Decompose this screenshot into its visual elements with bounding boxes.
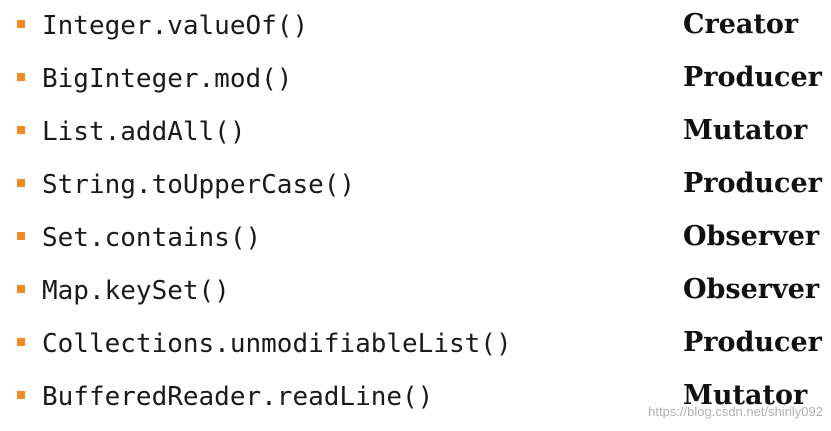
square-bullet-icon	[17, 338, 25, 346]
operation-category: Creator	[683, 9, 799, 40]
method-name: List.addAll()	[42, 117, 246, 147]
square-bullet-icon	[17, 391, 25, 399]
method-name: Map.keySet()	[42, 276, 230, 306]
watermark: https://blog.csdn.net/shirily092	[648, 404, 823, 419]
list-item: Collections.unmodifiableList() Producer	[0, 318, 831, 371]
method-name: BufferedReader.readLine()	[42, 382, 434, 412]
square-bullet-icon	[17, 73, 25, 81]
method-name: String.toUpperCase()	[42, 170, 356, 200]
list-item: BufferedReader.readLine() Mutator	[0, 371, 831, 424]
list-item: Map.keySet() Observer	[0, 265, 831, 318]
method-name: Integer.valueOf()	[42, 11, 309, 41]
operation-category: Producer	[683, 327, 822, 358]
operation-category: Producer	[683, 168, 822, 199]
square-bullet-icon	[17, 232, 25, 240]
method-name: Collections.unmodifiableList()	[42, 329, 512, 359]
square-bullet-icon	[17, 20, 25, 28]
operation-category: Observer	[683, 221, 820, 252]
list-item: List.addAll() Mutator	[0, 106, 831, 159]
operation-category: Mutator	[683, 380, 808, 411]
square-bullet-icon	[17, 285, 25, 293]
list-item: BigInteger.mod() Producer	[0, 53, 831, 106]
operation-category: Mutator	[683, 115, 808, 146]
list-item: Integer.valueOf() Creator	[0, 0, 831, 53]
operation-category: Observer	[683, 274, 820, 305]
square-bullet-icon	[17, 126, 25, 134]
list-item: String.toUpperCase() Producer	[0, 159, 831, 212]
list-item: Set.contains() Observer	[0, 212, 831, 265]
operation-category: Producer	[683, 62, 822, 93]
method-name: BigInteger.mod()	[42, 64, 293, 94]
method-name: Set.contains()	[42, 223, 262, 253]
square-bullet-icon	[17, 179, 25, 187]
